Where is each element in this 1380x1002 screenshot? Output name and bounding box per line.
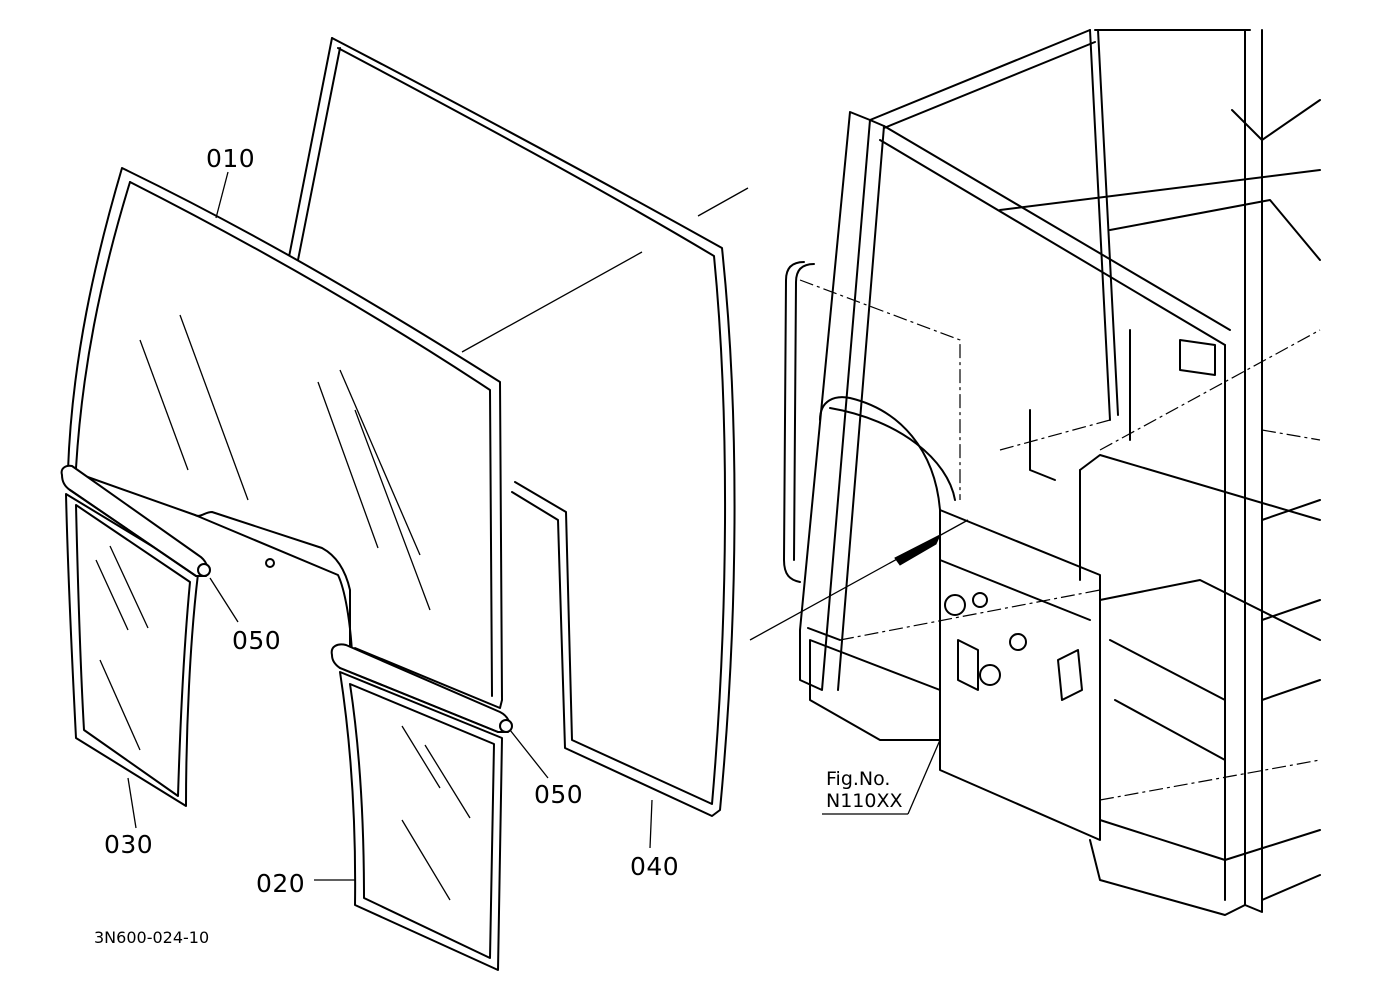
weatherstrip-040-icon [287,37,736,817]
callout-030: 030 [104,830,154,859]
fig-ref-line1: Fig.No. [826,768,891,790]
callout-010: 010 [206,144,256,173]
callout-020: 020 [256,869,306,898]
lower-glass-020-icon [339,671,503,971]
joint-molding-050-icon [60,464,513,733]
fig-ref-label: Fig.No. N110XX [826,768,903,813]
cab-frame-icon [783,29,1321,916]
lower-glass-030-icon [65,493,199,807]
drawing-number: 3N600-024-10 [94,928,210,947]
front-glass-010-icon [67,167,503,709]
callout-050-left: 050 [232,626,282,655]
fig-ref-line2: N110XX [826,789,903,812]
callout-040: 040 [630,852,680,881]
callout-050-right: 050 [534,780,584,809]
